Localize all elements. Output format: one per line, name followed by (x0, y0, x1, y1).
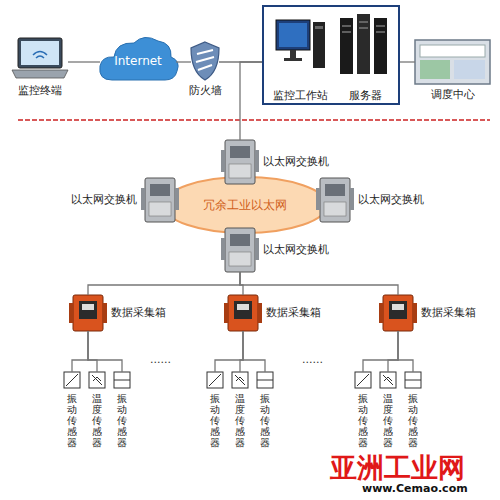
sensor-icons (64, 372, 421, 388)
connector (240, 272, 398, 295)
node-label: 数据采集箱 (111, 306, 166, 319)
node-label: 振动传感器 (117, 393, 127, 448)
node-box: 防火墙 (191, 42, 219, 80)
node-label: 振动传感器 (408, 393, 418, 448)
connector (88, 272, 240, 295)
server-icon (340, 14, 387, 74)
node-box: 振动传感器 (405, 372, 421, 388)
node-label: 温度传感器 (92, 393, 102, 448)
node-label: 监控工作站 (273, 89, 328, 102)
control-panel-icon (415, 40, 490, 84)
connector (72, 331, 88, 372)
node-box: 振动传感器 (355, 372, 371, 388)
node-label: 振动传感器 (358, 393, 368, 448)
node-label: 以太网交换机 (358, 193, 424, 206)
ellipsis-mark: ...... (302, 353, 323, 366)
connector (400, 61, 415, 62)
node-box: 以太网交换机 (225, 228, 255, 272)
node-label: 以太网交换机 (71, 193, 137, 206)
node-box: 监控工作站 服务器 (262, 5, 400, 105)
separator-line (18, 119, 490, 121)
node-label: 温度传感器 (383, 393, 393, 448)
node-label: 调度中心 (431, 88, 475, 101)
connector (176, 61, 191, 62)
node-box: 调度中心 (415, 40, 490, 84)
node-label: 振动传感器 (210, 393, 220, 448)
node-box: 振动传感器 (114, 372, 130, 388)
connector (88, 331, 97, 372)
watermark: 亚洲工业网 (330, 450, 465, 486)
connector (88, 331, 122, 372)
node-box: 振动传感器 (64, 372, 80, 388)
node-box: 数据采集箱 (228, 295, 258, 331)
connector (243, 331, 265, 372)
node-label: 以太网交换机 (263, 155, 329, 168)
node-box: 冗余工业以太网 (163, 177, 327, 233)
node-label: 冗余工业以太网 (203, 198, 287, 212)
node-box: 以太网交换机 (320, 178, 350, 222)
ring-ellipse (163, 177, 327, 233)
connector (363, 331, 398, 372)
shield-icon (191, 42, 219, 80)
laptop-icon (12, 38, 68, 78)
node-label: 防火墙 (189, 84, 222, 97)
connector (240, 62, 262, 140)
node-label: 振动传感器 (260, 393, 270, 448)
node-box: 监控终端 (12, 36, 68, 80)
cloud-shape (100, 37, 178, 80)
connector (398, 331, 413, 372)
node-box: Internet (100, 40, 176, 82)
watermark: www.Cemao.com (362, 482, 468, 495)
node-box: 数据采集箱 (73, 295, 103, 331)
workstation-icon (276, 20, 325, 68)
node-label: 数据采集箱 (266, 306, 321, 319)
node-box: 以太网交换机 (145, 178, 175, 222)
ellipsis-mark: ...... (150, 353, 171, 366)
shield-stripe (196, 50, 214, 70)
node-label: 服务器 (349, 89, 382, 102)
connector (388, 331, 398, 372)
node-box: 振动传感器 (257, 372, 273, 388)
node-box: 以太网交换机 (225, 140, 255, 184)
node-label: 监控终端 (18, 84, 62, 97)
node-box: 温度传感器 (232, 372, 248, 388)
node-box: 温度传感器 (89, 372, 105, 388)
connector (68, 61, 100, 62)
node-box: 数据采集箱 (383, 295, 413, 331)
node-label: 振动传感器 (67, 393, 77, 448)
collector-icons (69, 295, 417, 331)
switch-icons (141, 140, 354, 272)
node-box: 振动传感器 (207, 372, 223, 388)
node-label: 温度传感器 (235, 393, 245, 448)
node-label: 以太网交换机 (263, 243, 329, 256)
node-label: 数据采集箱 (421, 306, 476, 319)
node-label: Internet (114, 54, 162, 68)
node-box: 温度传感器 (380, 372, 396, 388)
connector (215, 331, 243, 372)
